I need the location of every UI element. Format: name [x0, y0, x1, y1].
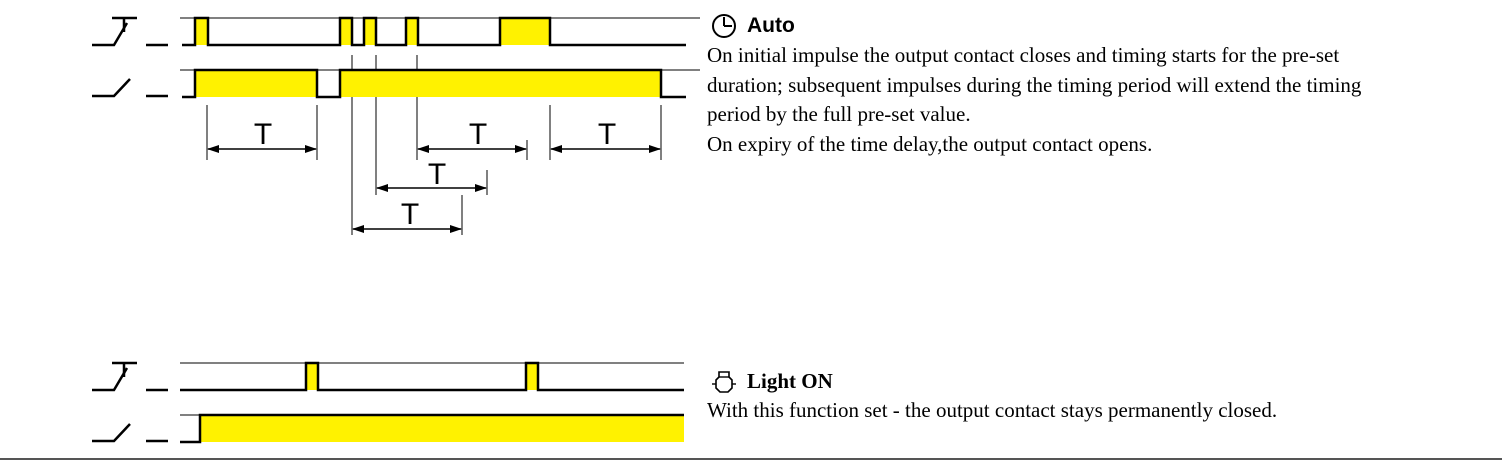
light-on-heading: Light ON [707, 366, 1497, 396]
timing-diagram: T T T T T [92, 16, 700, 444]
time-arrows [207, 145, 661, 233]
bottom-divider [0, 458, 1502, 460]
light-on-section: Light ON With this function set - the ou… [707, 366, 1497, 426]
time-label: T [469, 118, 487, 151]
input-pulse [340, 18, 352, 45]
time-label: T [598, 118, 616, 151]
output-closed [200, 415, 684, 442]
input-pulse [306, 363, 318, 390]
output-closed [195, 70, 317, 97]
light-on-title: Light ON [747, 368, 833, 393]
input-pulses [195, 18, 550, 45]
light-on-description: With this function set - the output cont… [707, 396, 1497, 426]
description-line: On expiry of the time delay,the output c… [707, 131, 1153, 156]
input-pulses [306, 363, 538, 390]
auto-title: Auto [747, 14, 795, 37]
clock-icon [712, 14, 736, 38]
description-line: duration; subsequent impulses during the… [707, 72, 1362, 97]
input-pulse [195, 18, 208, 45]
time-label: T [401, 198, 419, 231]
input-pulse [364, 18, 376, 45]
output-signal-line [182, 68, 686, 99]
time-labels: T T T T T [254, 118, 616, 231]
input-pulse [406, 18, 418, 45]
pushbutton-symbol [92, 16, 168, 47]
description-line: With this function set - the output cont… [707, 398, 1278, 422]
auto-section: Auto On initial impulse the output conta… [707, 11, 1497, 159]
auto-heading: Auto [707, 11, 1497, 41]
auto-description: On initial impulse the output contact cl… [707, 41, 1497, 159]
contact-symbol [92, 423, 168, 443]
output-signal-line [180, 413, 684, 444]
output-states [195, 70, 661, 97]
input-signal-line [180, 361, 684, 392]
description-line: period by the full pre-set value. [707, 102, 971, 126]
time-label: T [254, 118, 272, 151]
time-label: T [428, 158, 446, 191]
pushbutton-symbol [92, 361, 168, 392]
input-pulse [526, 363, 538, 390]
input-pulse [500, 18, 550, 45]
output-closed [340, 70, 661, 97]
light-bulb-icon [712, 371, 736, 393]
description-line: On initial impulse the output contact cl… [707, 43, 1340, 67]
contact-symbol [92, 78, 168, 98]
input-signal-line [182, 16, 686, 47]
